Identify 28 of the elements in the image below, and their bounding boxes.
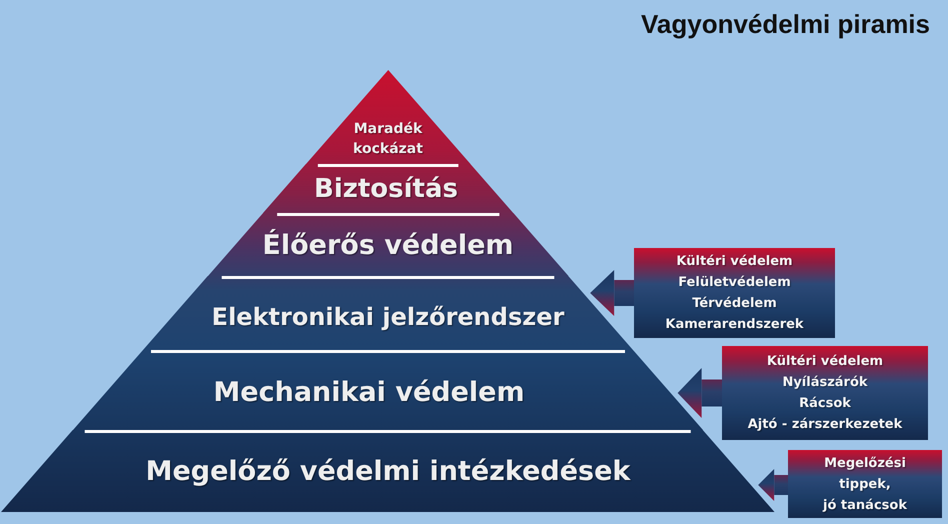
callout-text: Megelőzési tippek, jó tanácsok [823, 454, 907, 514]
pyramid-tier [306, 70, 470, 164]
callout-box [788, 450, 942, 518]
block-arrow [678, 368, 722, 418]
callout-text: Nyílászárók [782, 374, 868, 392]
callout-text: Kültéri védelem [766, 353, 884, 371]
tier-label: Megelőző védelmi intézkedések [146, 456, 630, 488]
pyramid-tier [73, 350, 703, 430]
tier-label: Biztosítás [314, 174, 458, 205]
pyramid-tier [262, 164, 514, 213]
title: Vagyonvédelmi piramis [640, 9, 930, 40]
pyramid-tier [1, 430, 775, 512]
callout-text: Rácsok [799, 395, 851, 413]
tier-label: Mechanikai védelem [213, 377, 525, 410]
tier-label: Elektronikai jelzőrendszer [212, 302, 564, 332]
callout-text: Térvédelem [692, 295, 777, 313]
callout-text: Kültéri védelem [676, 253, 793, 271]
tier-label: Élőerős védelem [262, 230, 514, 262]
block-arrow [590, 270, 634, 316]
callout-text: Kamerarendszerek [665, 316, 804, 334]
block-arrow [758, 469, 788, 501]
pyramid-tier [208, 213, 568, 276]
callout-text: Felületvédelem [678, 274, 791, 292]
callout-box [722, 346, 928, 440]
pyramid-tier [143, 276, 633, 350]
callout-text: Ajtó - zárszerkezetek [748, 416, 902, 434]
tier-label: Maradék kockázat [352, 120, 424, 159]
callout-box [634, 248, 835, 338]
